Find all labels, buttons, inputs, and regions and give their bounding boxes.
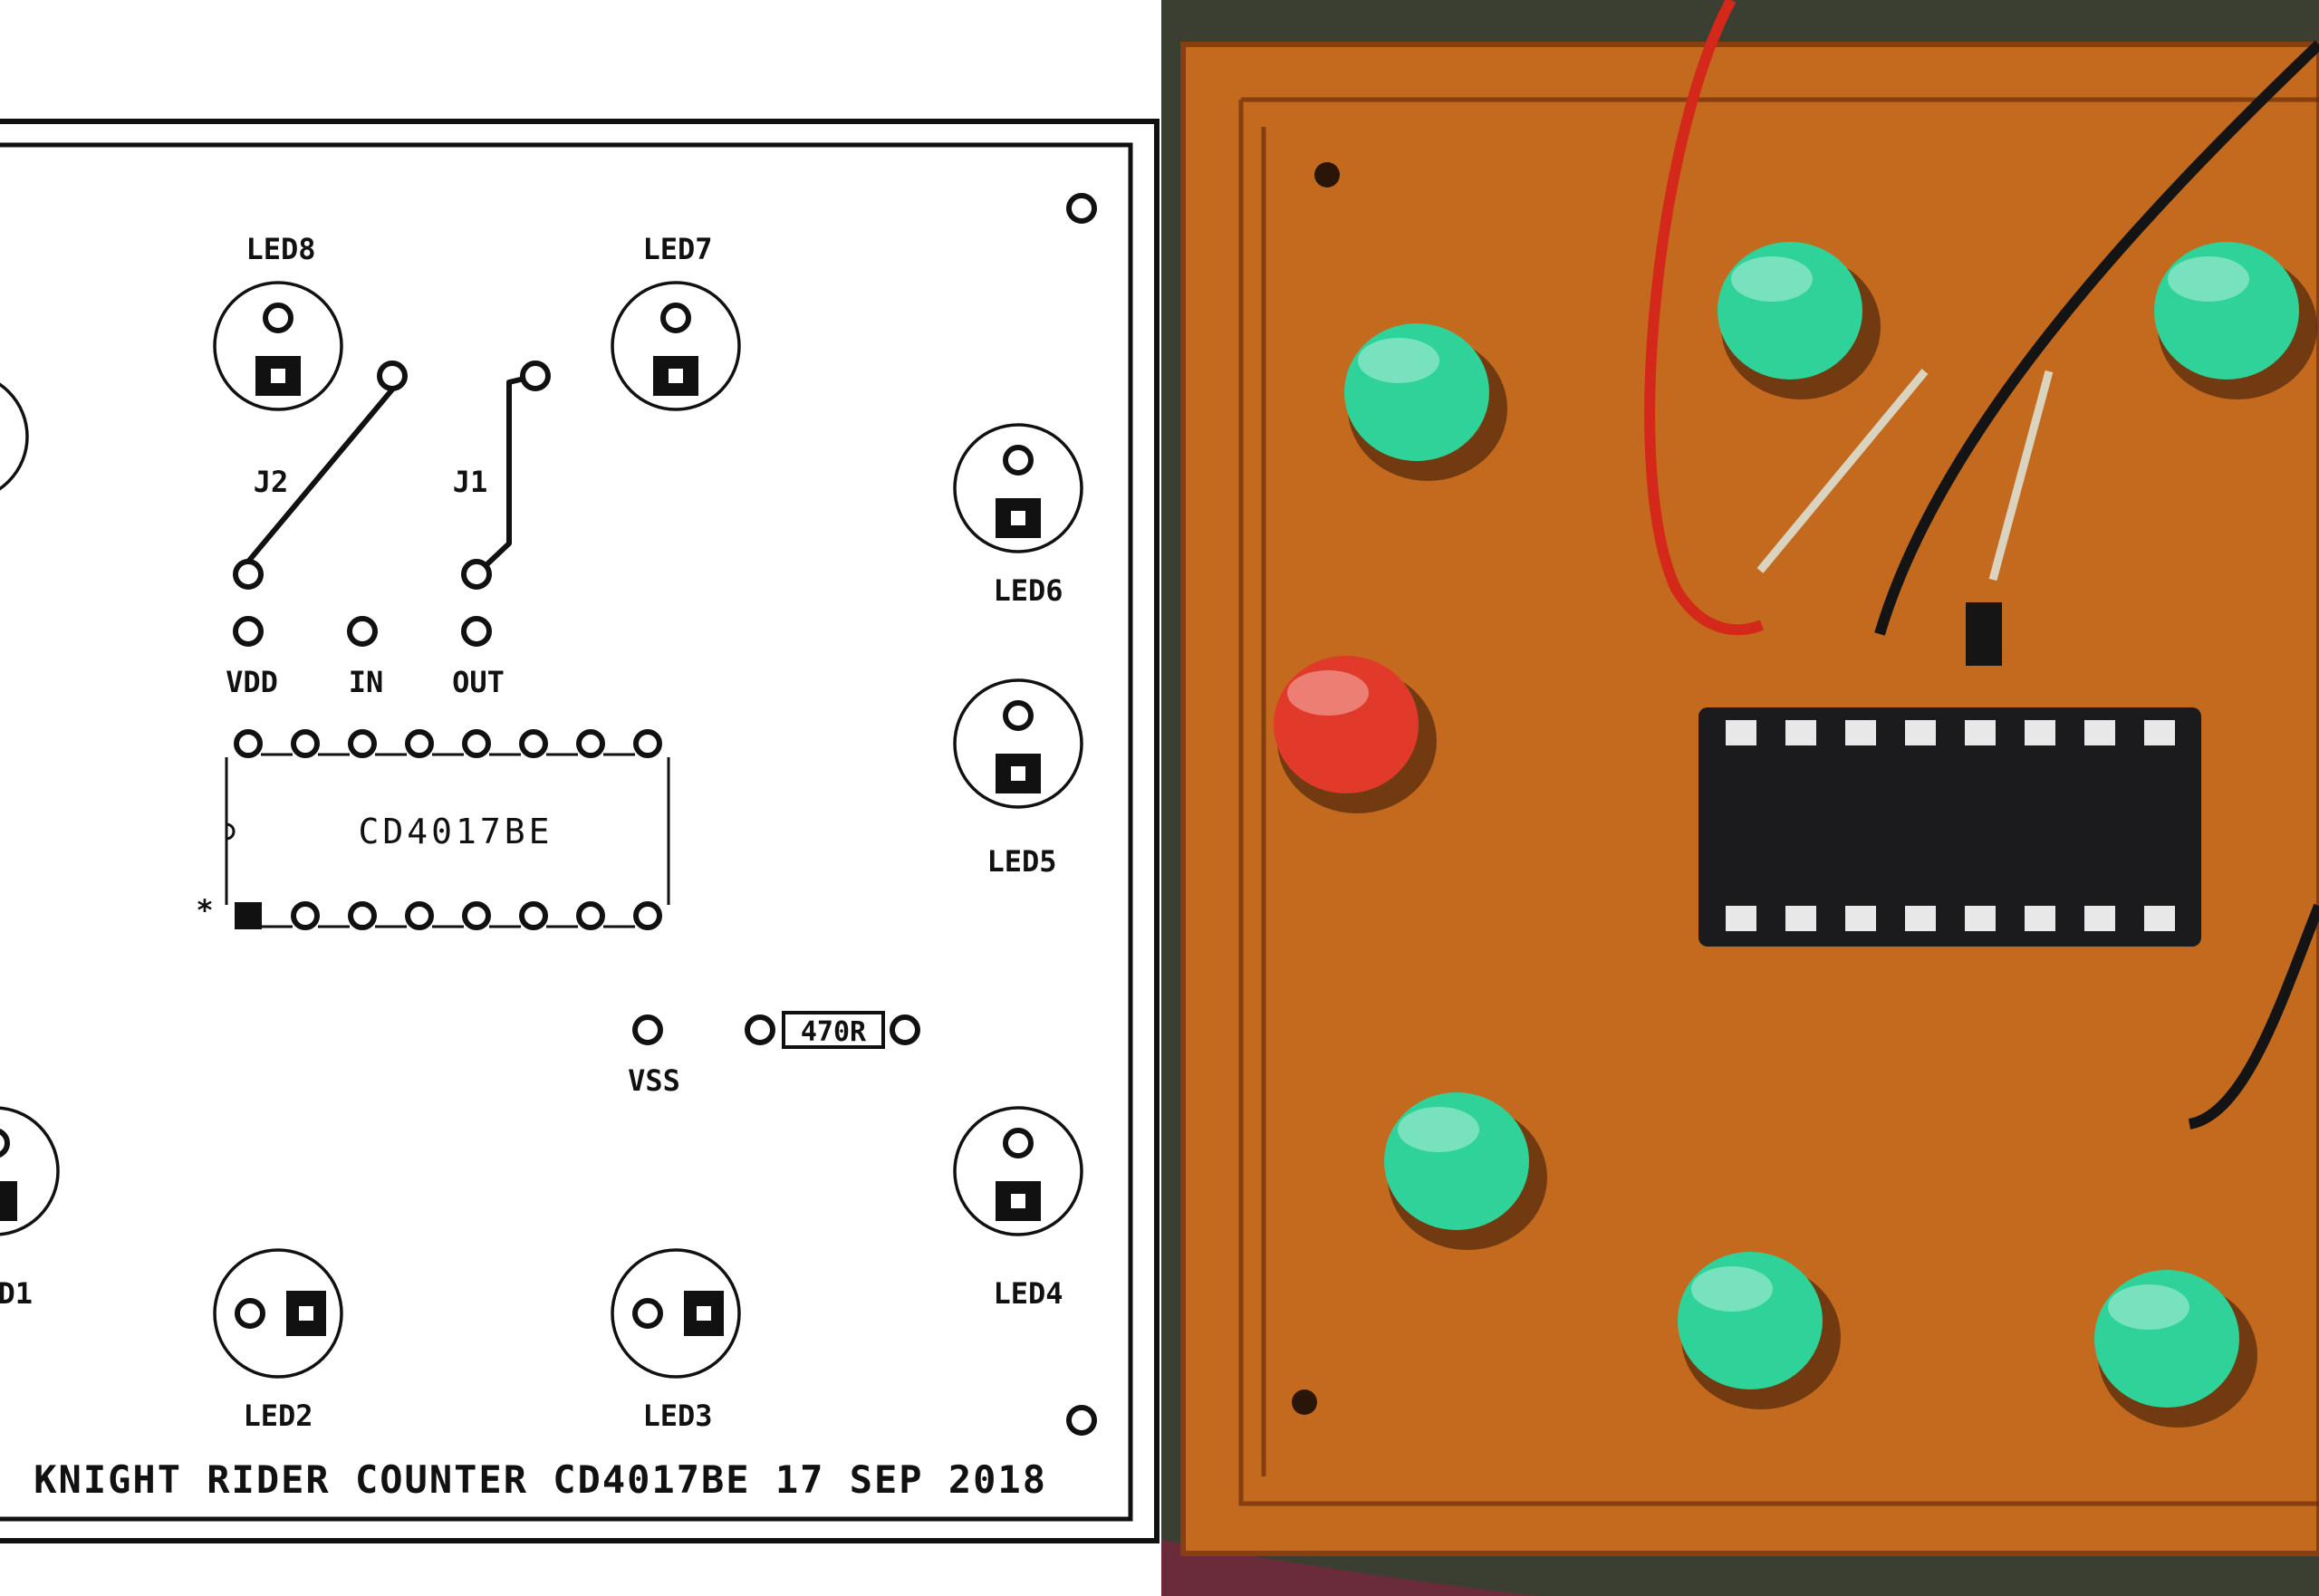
in-label: IN	[349, 665, 384, 699]
chip-pin	[2084, 906, 2115, 931]
ic-pin-pad	[576, 729, 605, 758]
mounting-hole	[1066, 1405, 1097, 1436]
in-pad	[347, 616, 378, 647]
footer-text: KNIGHT RIDER COUNTER CD4017BE 17 SEP 201…	[34, 1457, 1047, 1502]
ic-notch	[226, 822, 236, 841]
ic-pin-pad	[234, 729, 263, 758]
chip-pin	[1965, 906, 1996, 931]
led4-footprint: LED4	[953, 1106, 1083, 1311]
jumper-wire	[1988, 370, 2054, 582]
ic-pin-pad	[519, 901, 548, 930]
ic-pin-pad	[633, 729, 662, 758]
chip-pin	[1726, 906, 1756, 931]
vss-pad	[632, 1014, 663, 1045]
chip-pin	[1905, 906, 1936, 931]
vdd-label: VDD	[226, 665, 278, 699]
jumper-wire	[1756, 369, 1929, 573]
ic-pin-pad	[291, 729, 320, 758]
chip-pin	[1726, 720, 1756, 745]
vdd-pad	[233, 616, 264, 647]
chip-pin	[2025, 720, 2055, 745]
ic-label: CD4017BE	[358, 812, 553, 851]
j2-label: J2	[254, 465, 289, 499]
resistor-footprint: 470R	[745, 1011, 920, 1049]
resistor-label: 470R	[801, 1016, 867, 1048]
pcb-layout-panel: LED8 LED7 LED6 LED5 LED4	[0, 119, 1160, 1543]
ic-pin-pad	[291, 901, 320, 930]
ic-pin-pad	[405, 729, 434, 758]
ic-pin-pad	[348, 901, 377, 930]
ic-pin-pad	[405, 901, 434, 930]
led5-footprint: LED5	[953, 678, 1083, 879]
chip-pin	[2084, 720, 2115, 745]
green-led	[2094, 1270, 2257, 1428]
led6-label: LED6	[993, 573, 1063, 608]
led3-label: LED3	[642, 1399, 712, 1433]
green-led	[1384, 1092, 1547, 1250]
jumper-j1: J1	[453, 361, 551, 590]
led1-footprint: LED1	[0, 1106, 60, 1311]
vss-label: VSS	[628, 1063, 680, 1098]
led8-footprint: LED8	[213, 232, 343, 411]
led2-footprint: LED2	[213, 1248, 343, 1433]
out-label: OUT	[452, 665, 505, 699]
black-wire	[1874, 40, 2319, 636]
ic-pin-pad	[462, 729, 491, 758]
j1-label: J1	[453, 465, 488, 499]
ic-pin-pad	[576, 901, 605, 930]
led1-label: LED1	[0, 1276, 33, 1311]
red-wire	[1644, 0, 1765, 636]
chip-pin	[2144, 906, 2175, 931]
led5-label: LED5	[986, 844, 1056, 879]
ic-pin-pad	[235, 902, 262, 929]
led6-footprint: LED6	[953, 423, 1083, 608]
red-led	[1274, 656, 1437, 813]
ic-pin-pad	[633, 901, 662, 930]
chip-pin	[2144, 720, 2175, 745]
mounting-hole	[1066, 193, 1097, 224]
ic-pin-pad	[462, 901, 491, 930]
chip-pin	[1785, 906, 1816, 931]
mounting-hole	[1292, 1389, 1317, 1415]
transistor	[1966, 602, 2002, 666]
inner-border	[0, 142, 1133, 1522]
jumper-j2: J2	[233, 361, 408, 590]
led3-footprint: LED3	[611, 1248, 741, 1433]
ic-chip	[1698, 602, 2201, 947]
green-led	[2154, 242, 2317, 399]
black-wire	[2188, 903, 2319, 1130]
pin1-marker: *	[196, 893, 213, 928]
chip-pin	[1965, 720, 1996, 745]
mounting-hole	[1314, 162, 1340, 187]
chip-pin	[1905, 720, 1936, 745]
outer-border	[0, 119, 1160, 1543]
chip-pin	[2025, 906, 2055, 931]
ic-pin-pad	[519, 729, 548, 758]
led7-footprint: LED7	[611, 232, 741, 411]
ic-pin-pad	[348, 729, 377, 758]
green-led	[1344, 323, 1507, 481]
green-led	[1678, 1252, 1841, 1409]
green-led	[1718, 242, 1881, 399]
chip-pin	[1845, 720, 1876, 745]
led2-label: LED2	[243, 1399, 313, 1433]
led-footprint-partial	[0, 382, 29, 491]
led7-label: LED7	[642, 232, 712, 266]
out-pad	[461, 616, 492, 647]
chip-pin	[1785, 720, 1816, 745]
led4-label: LED4	[993, 1276, 1063, 1311]
chip-pin	[1845, 906, 1876, 931]
ic-footprint: CD4017BE *	[196, 729, 670, 930]
pcb-photo-panel	[1161, 0, 2319, 1596]
led8-label: LED8	[245, 232, 315, 266]
